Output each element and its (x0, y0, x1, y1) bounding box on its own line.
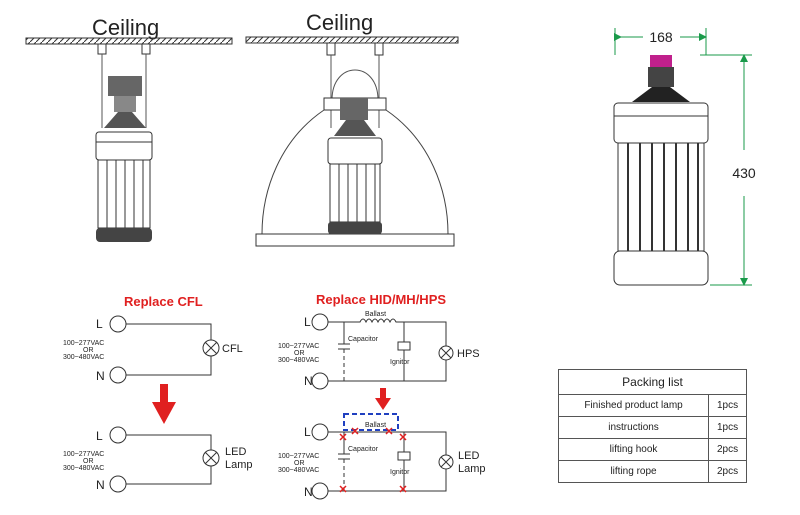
svg-text:L: L (96, 317, 103, 331)
svg-text:Ballast: Ballast (365, 311, 386, 318)
svg-text:Lamp: Lamp (458, 463, 486, 475)
svg-text:N: N (304, 374, 313, 388)
lamp-dimension-drawing: 168 430 (613, 28, 756, 286)
svg-text:100~277VAC: 100~277VAC (278, 453, 319, 460)
svg-text:N: N (304, 485, 313, 499)
svg-text:Lamp: Lamp (225, 459, 253, 471)
svg-text:300~480VAC: 300~480VAC (63, 354, 104, 361)
cfl-title: Replace CFL (124, 294, 203, 309)
svg-text:Capacitor: Capacitor (348, 446, 379, 453)
ballast-bypass-box (343, 413, 399, 431)
svg-text:Capacitor: Capacitor (348, 336, 379, 343)
ceiling-label-right: Ceiling (306, 10, 373, 35)
svg-text:100~277VAC: 100~277VAC (63, 451, 104, 458)
svg-text:Ignitor: Ignitor (390, 469, 410, 476)
hid-lamp-label: HPS (457, 348, 480, 360)
svg-text:LED: LED (225, 446, 246, 458)
hid-down-arrow (375, 388, 391, 410)
svg-text:Ignitor: Ignitor (390, 359, 410, 366)
svg-text:OR: OR (294, 460, 305, 467)
dim-width-label: 168 (649, 29, 673, 45)
ceiling-label-left: Ceiling (92, 15, 159, 40)
svg-text:L: L (96, 429, 103, 443)
e40-socket (650, 55, 672, 67)
hid-title: Replace HID/MH/HPS (316, 292, 446, 307)
svg-text:OR: OR (83, 458, 94, 465)
svg-text:L: L (304, 315, 311, 329)
cut-marks (339, 427, 407, 493)
svg-text:OR: OR (294, 350, 305, 357)
svg-text:L: L (304, 425, 311, 439)
cfl-lamp-label: CFL (222, 343, 243, 355)
svg-text:300~480VAC: 300~480VAC (278, 467, 319, 474)
svg-text:LED: LED (458, 450, 479, 462)
svg-text:N: N (96, 369, 105, 383)
ceiling-mount-left: Ceiling (25, 15, 233, 242)
hid-wiring-diagram: Replace HID/MH/HPS L N Ballast Capacitor… (278, 292, 486, 500)
svg-text:300~480VAC: 300~480VAC (63, 465, 104, 472)
dim-height-label: 430 (732, 165, 756, 181)
svg-text:OR: OR (83, 347, 94, 354)
svg-text:100~277VAC: 100~277VAC (278, 343, 319, 350)
cfl-down-arrow (152, 384, 176, 424)
svg-text:N: N (96, 478, 105, 492)
corn-lamp-body-left (97, 159, 151, 229)
svg-text:100~277VAC: 100~277VAC (63, 340, 104, 347)
packing-list-title: Packing list (558, 369, 747, 395)
ceiling-mount-right: Ceiling (245, 10, 459, 247)
svg-text:Ballast: Ballast (365, 422, 386, 429)
cfl-wiring-diagram: Replace CFL L N CFL 100~277VAC OR 300~48… (63, 294, 253, 493)
svg-text:300~480VAC: 300~480VAC (278, 357, 319, 364)
